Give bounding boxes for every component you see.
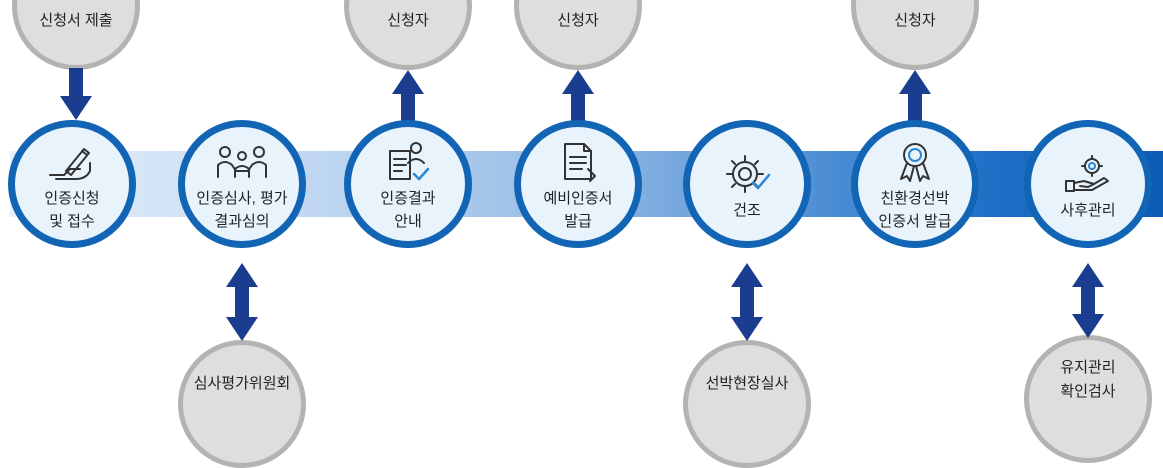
top-bubble-1-label: 신청서 제출 bbox=[39, 12, 113, 29]
document-icon bbox=[564, 143, 596, 182]
document-check-person-icon bbox=[389, 142, 430, 181]
step-construction: 건조 bbox=[683, 120, 811, 248]
arrow-up-1 bbox=[392, 70, 424, 122]
bottom-bubble-3-label-line2: 확인검사 bbox=[1060, 383, 1116, 400]
arrow-both-1 bbox=[226, 263, 258, 341]
top-bubble-2-label: 신청자 bbox=[387, 12, 429, 29]
bottom-bubble-2 bbox=[683, 340, 811, 468]
arrow-down-1 bbox=[60, 68, 92, 120]
top-bubble-3-label: 신청자 bbox=[557, 12, 599, 29]
top-bubble-4-label: 신청자 bbox=[894, 12, 936, 29]
bottom-bubble-3-label-line1: 유지관리 bbox=[1060, 359, 1116, 376]
group-meeting-icon bbox=[217, 146, 267, 178]
award-badge-icon bbox=[900, 143, 930, 182]
bottom-bubble-1 bbox=[178, 340, 306, 468]
gear-check-icon bbox=[726, 154, 771, 193]
bottom-bubble-2-label: 선박현장실사 bbox=[705, 375, 789, 392]
step-aftercare: 사후관리 bbox=[1024, 120, 1152, 248]
hand-writing-icon bbox=[49, 148, 91, 180]
arrow-up-2 bbox=[562, 70, 594, 122]
arrow-up-3 bbox=[899, 70, 931, 122]
arrow-both-3 bbox=[1072, 263, 1104, 338]
bottom-bubble-1-label: 심사평가위원회 bbox=[193, 375, 291, 392]
hand-gear-icon bbox=[1065, 154, 1109, 192]
arrow-both-2 bbox=[731, 263, 763, 341]
step-construction-label: 건조 bbox=[733, 201, 761, 219]
step-aftercare-label: 사후관리 bbox=[1060, 201, 1116, 219]
